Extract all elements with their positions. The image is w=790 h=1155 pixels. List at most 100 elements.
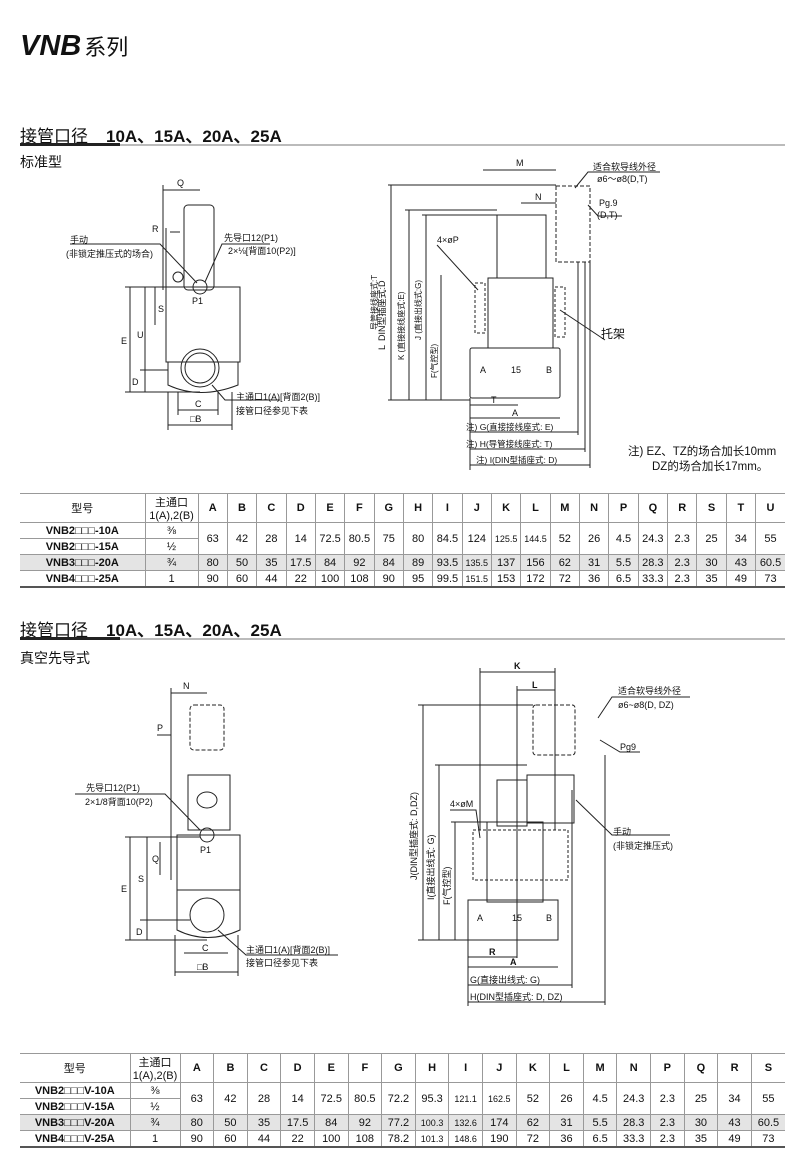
value-cell-G: 75	[373, 522, 404, 555]
value-cell-C: 28	[246, 1082, 282, 1115]
value-cell-N: 36	[578, 570, 610, 588]
dim-D: D	[136, 927, 143, 937]
bracket-right	[554, 286, 566, 338]
manual-label: 手动	[613, 826, 631, 837]
value-cell-A: 80	[179, 1114, 215, 1131]
value-cell-B: 60	[213, 1130, 248, 1148]
main-port-circle	[180, 348, 220, 388]
vacuum-side-view: K L 适合软导线外径 ø6~ø8(D, DZ) Pg9 4×øM J(DIN型…	[408, 661, 690, 1006]
value-cell-J: 190	[481, 1130, 517, 1148]
p1-label: P1	[192, 296, 203, 306]
valve-body	[176, 834, 241, 891]
column-header-A: A	[197, 493, 228, 523]
value-cell-F: 108	[344, 570, 375, 588]
value-cell-H: 95	[402, 570, 434, 588]
value-cell-G: 77.2	[381, 1114, 416, 1131]
main-port-note: 接管口径参见下表	[236, 405, 308, 416]
value-cell-K: 52	[515, 1082, 551, 1115]
column-header-H: H	[402, 493, 434, 523]
column-header-U: U	[755, 493, 785, 523]
value-cell-D: 17.5	[285, 554, 316, 571]
dim-I: I(直接出线式: G)	[425, 835, 436, 901]
value-cell-L: 31	[549, 1114, 584, 1131]
column-header-K: K	[515, 1053, 551, 1083]
port-15-label: 15	[511, 365, 521, 375]
cable-od-label: 适合软导线外径	[593, 161, 656, 172]
pilot-block	[496, 779, 528, 827]
dim-J: J (直接出线式:G)	[413, 280, 423, 340]
value-cell-D: 14	[285, 522, 316, 555]
model-cell: VNB2□□□V-10A	[20, 1082, 131, 1099]
standard-side-view: M N 适合软导线外径 ø6～ø8(D,T) Pg.9 (D,T) 4×øP L…	[369, 158, 776, 473]
value-cell-E: 72.5	[313, 1082, 349, 1115]
dim-G: 注) G(直接接线座式: E)	[466, 422, 554, 432]
column-header-P: P	[650, 1053, 685, 1083]
port-size-cell: ⅜	[144, 522, 199, 539]
column-header-E: E	[313, 1053, 349, 1083]
column-header-A: A	[179, 1053, 215, 1083]
value-cell-L: 36	[549, 1130, 584, 1148]
value-cell-J: 124	[461, 522, 492, 555]
heading-sizes: 10A、15A、20A、25A	[106, 621, 282, 640]
value-cell-T: 34	[725, 522, 757, 555]
value-cell-M: 6.5	[582, 1130, 618, 1148]
dim-C: C	[195, 399, 202, 409]
port-15-label: 15	[512, 913, 522, 923]
column-header-F: F	[347, 1053, 383, 1083]
section-subtitle: 真空先导式	[20, 650, 90, 666]
pilot-port-label: 先导口12(P1)	[224, 232, 278, 243]
series-suffix: 系列	[84, 35, 129, 60]
dim-S: S	[158, 304, 164, 314]
column-header-Q: Q	[683, 1053, 719, 1083]
value-cell-I: 121.1	[448, 1082, 483, 1115]
value-cell-P: 2.3	[650, 1114, 685, 1131]
column-header-J: J	[481, 1053, 517, 1083]
value-cell-S: 55	[750, 1082, 785, 1115]
value-cell-F: 108	[347, 1130, 383, 1148]
value-cell-Q: 33.3	[637, 570, 669, 588]
value-cell-R: 2.3	[667, 522, 698, 555]
connector-outline	[532, 704, 576, 756]
value-cell-E: 84	[314, 554, 346, 571]
column-header-M: M	[549, 493, 580, 523]
value-cell-L: 172	[520, 570, 551, 588]
value-cell-E: 100	[313, 1130, 349, 1148]
dim-J: J(DIN型插座式: D,DZ)	[408, 792, 419, 880]
solenoid-coil	[496, 214, 547, 279]
dim-M: M	[516, 158, 524, 168]
column-header-E: E	[314, 493, 346, 523]
value-cell-N: 31	[578, 554, 610, 571]
bracket-left	[474, 282, 486, 334]
value-cell-B: 42	[213, 1082, 248, 1115]
column-header-N: N	[578, 493, 610, 523]
section-divider	[20, 637, 785, 640]
model-cell: VNB2□□□-15A	[20, 538, 146, 555]
value-cell-N: 28.3	[616, 1114, 652, 1131]
note-line-1: 注) EZ、TZ的场合加长10mm	[628, 444, 776, 458]
port-size-cell: 1	[144, 570, 199, 588]
model-header: 型号	[20, 493, 146, 523]
section-divider	[20, 143, 785, 146]
dim-C: C	[202, 943, 209, 953]
port-B-label: B	[546, 913, 552, 923]
column-header-C: C	[256, 493, 287, 523]
dim-R: R	[489, 947, 496, 957]
value-cell-D: 14	[280, 1082, 315, 1115]
valve-body	[487, 277, 554, 349]
column-header-H: H	[414, 1053, 450, 1083]
main-port-note: 接管口径参见下表	[246, 957, 318, 968]
value-cell-F: 92	[344, 554, 375, 571]
port-size-cell: 1	[129, 1130, 181, 1148]
value-cell-Q: 24.3	[637, 522, 669, 555]
value-cell-M: 5.5	[582, 1114, 618, 1131]
bracket-outline	[472, 829, 569, 881]
pilot-block	[187, 774, 231, 831]
column-header-N: N	[616, 1053, 652, 1083]
value-cell-L: 144.5	[520, 522, 551, 555]
